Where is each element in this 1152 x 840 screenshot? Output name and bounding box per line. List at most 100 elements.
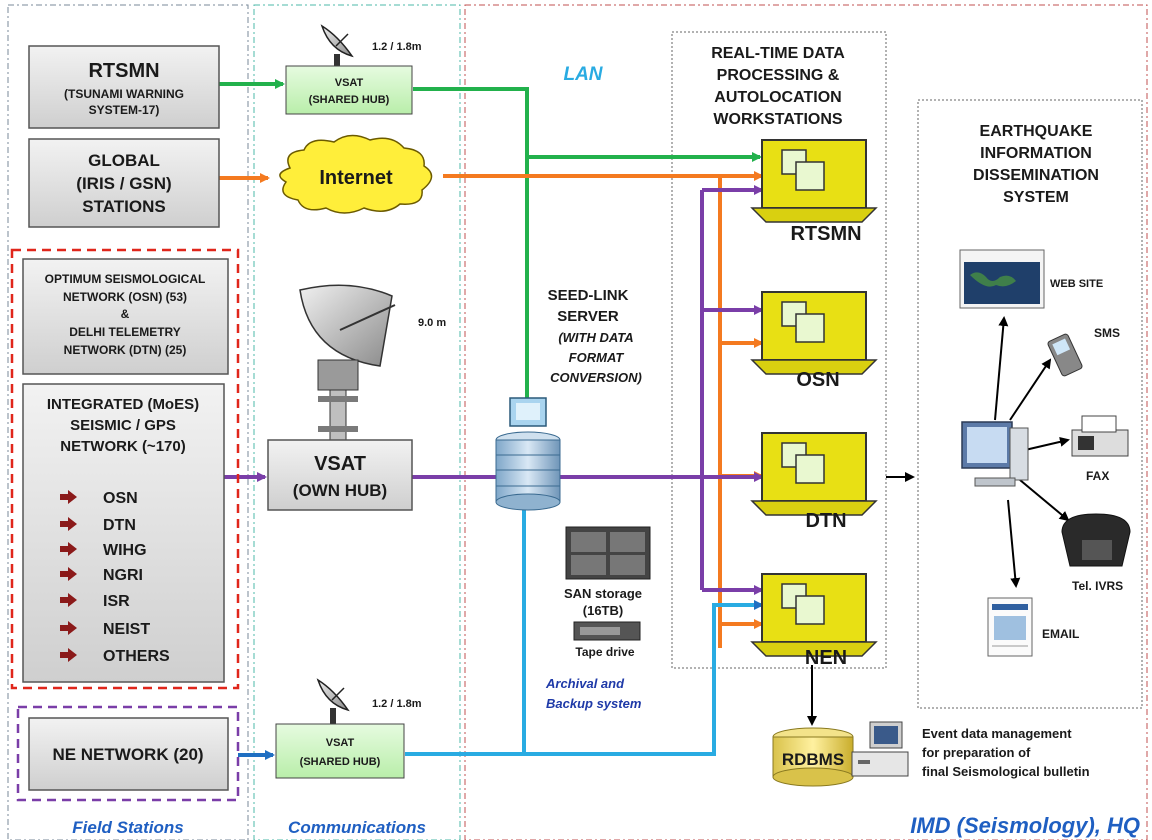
archival-label-1: Archival and [545, 676, 625, 691]
archival-label-2: Backup system [546, 696, 642, 711]
realtime-title: REAL-TIME DATA PROCESSING & AUTOLOCATION… [711, 45, 845, 128]
svg-text:DISSEMINATION: DISSEMINATION [973, 167, 1099, 184]
website-icon [959, 249, 1045, 309]
integrated-line2: SEISMIC / GPS [70, 417, 176, 434]
rdbms-label: RDBMS [782, 750, 844, 769]
dtn-line1: DELHI TELEMETRY [69, 325, 181, 339]
osn-line2: NETWORK (OSN) (53) [63, 290, 187, 304]
network-list-item: OSN [60, 490, 138, 507]
workstation-label: RTSMN [790, 223, 861, 245]
svg-text:SEED-LINK: SEED-LINK [548, 287, 629, 304]
email-label: EMAIL [1042, 627, 1079, 641]
tape-drive-label: Tape drive [575, 645, 634, 659]
svg-text:PROCESSING &: PROCESSING & [717, 67, 840, 84]
svg-text:(WITH DATA: (WITH DATA [558, 330, 633, 345]
global-station-line1: GLOBAL [88, 151, 160, 170]
svg-text:VSAT: VSAT [335, 77, 364, 89]
svg-text:for preparation of: for preparation of [922, 745, 1031, 760]
green-link [219, 79, 762, 398]
workstation-computer-icon [750, 573, 878, 657]
red-arrow-icon [60, 490, 77, 504]
purple-link [224, 185, 764, 595]
desktop-pc-icon [851, 721, 909, 777]
network-list-item: WIHG [60, 542, 147, 559]
svg-text:FORMAT: FORMAT [569, 350, 625, 365]
footer-hq: IMD (Seismology), HQ [910, 813, 1140, 838]
vsat-own-hub: VSAT (OWN HUB) [267, 439, 413, 511]
workstation-osn: OSN [750, 291, 878, 391]
black-arrows [807, 316, 1070, 726]
workstation-label: DTN [805, 510, 846, 532]
svg-text:final Seismological bulletin: final Seismological bulletin [922, 764, 1090, 779]
global-station-line3: STATIONS [82, 197, 165, 216]
svg-text:INFORMATION: INFORMATION [980, 145, 1092, 162]
red-arrow-icon [60, 593, 77, 607]
svg-text:REAL-TIME DATA: REAL-TIME DATA [711, 45, 845, 62]
tape-drive-icon [573, 621, 641, 641]
dissemination-computer-icon [961, 421, 1029, 487]
osn-line1: OPTIMUM SEISMOLOGICAL [45, 272, 206, 286]
rdbms-database-icon: RDBMS [772, 727, 854, 787]
footer-communications: Communications [288, 818, 426, 837]
global-station-line2: (IRIS / GSN) [76, 174, 171, 193]
svg-text:Event data management: Event data management [922, 726, 1072, 741]
workstation-computer-icon [750, 432, 878, 516]
lan-label: LAN [563, 64, 603, 85]
fax-machine-icon [1071, 415, 1129, 457]
dtn-line2: NETWORK (DTN) (25) [64, 343, 187, 357]
integrated-line3: NETWORK (~170) [60, 438, 185, 455]
integrated-line1: INTEGRATED (MoES) [47, 396, 199, 413]
svg-text:SERVER: SERVER [557, 308, 619, 325]
internet-cloud-icon: Internet [279, 134, 433, 214]
sms-label: SMS [1094, 326, 1120, 340]
footer-field-stations: Field Stations [72, 818, 183, 837]
svg-text:ISR: ISR [103, 593, 130, 610]
svg-text:CONVERSION): CONVERSION) [550, 370, 642, 385]
blue-link [238, 508, 764, 760]
svg-text:VSAT: VSAT [326, 737, 355, 749]
svg-text:NEIST: NEIST [103, 621, 150, 638]
san-storage-label: SAN storage [564, 586, 642, 601]
svg-text:WORKSTATIONS: WORKSTATIONS [713, 111, 843, 128]
vsat-shared-hub-bottom: VSAT (SHARED HUB) [275, 723, 405, 779]
network-list-item: ISR [60, 593, 130, 610]
workstation-nen: NEN [750, 573, 878, 669]
red-arrow-icon [60, 648, 77, 662]
network-list-item: NGRI [60, 567, 143, 584]
large-dish-icon [299, 284, 396, 441]
osn-dtn-group: OPTIMUM SEISMOLOGICAL NETWORK (OSN) (53)… [10, 248, 240, 690]
svg-text:(OWN HUB): (OWN HUB) [293, 481, 387, 500]
svg-text:(SHARED HUB): (SHARED HUB) [309, 94, 390, 106]
svg-text:VSAT: VSAT [314, 453, 366, 475]
ivrs-label: Tel. IVRS [1072, 579, 1123, 593]
red-arrow-icon [60, 542, 77, 556]
svg-text:NGRI: NGRI [103, 567, 143, 584]
website-label: WEB SITE [1050, 278, 1103, 290]
event-data-text: Event data management for preparation of… [922, 726, 1090, 779]
red-arrow-icon [60, 567, 77, 581]
sms-phone-icon [1047, 333, 1083, 377]
network-list-item: OTHERS [60, 648, 170, 665]
red-arrow-icon [60, 517, 77, 531]
rtsmn-station-title: RTSMN [88, 60, 159, 82]
svg-text:DTN: DTN [103, 517, 136, 534]
rtsmn-station-box: RTSMN (TSUNAMI WARNING SYSTEM-17) [28, 45, 220, 129]
red-arrow-icon [60, 621, 77, 635]
seedlink-server-icon [495, 397, 561, 511]
integrated-network-list: OSN DTN WIHG NGRI ISR NEIST OTHERS [60, 490, 170, 665]
svg-text:SYSTEM: SYSTEM [1003, 189, 1069, 206]
osn-line3: & [121, 307, 130, 321]
ne-network-label: NE NETWORK (20) [52, 745, 203, 764]
workstation-computer-icon [750, 139, 878, 223]
san-capacity-label: (16TB) [583, 603, 623, 618]
dish-big-label: 9.0 m [418, 317, 446, 329]
dish-top-label: 1.2 / 1.8m [372, 41, 422, 53]
workstation-computer-icon [750, 291, 878, 375]
workstation-label: OSN [796, 369, 839, 391]
seedlink-server-label: SEED-LINK SERVER (WITH DATA FORMAT CONVE… [548, 287, 642, 385]
dish-bottom-label: 1.2 / 1.8m [372, 698, 422, 710]
fax-label: FAX [1086, 469, 1109, 483]
svg-text:OSN: OSN [103, 490, 138, 507]
column-frames [7, 4, 1148, 840]
